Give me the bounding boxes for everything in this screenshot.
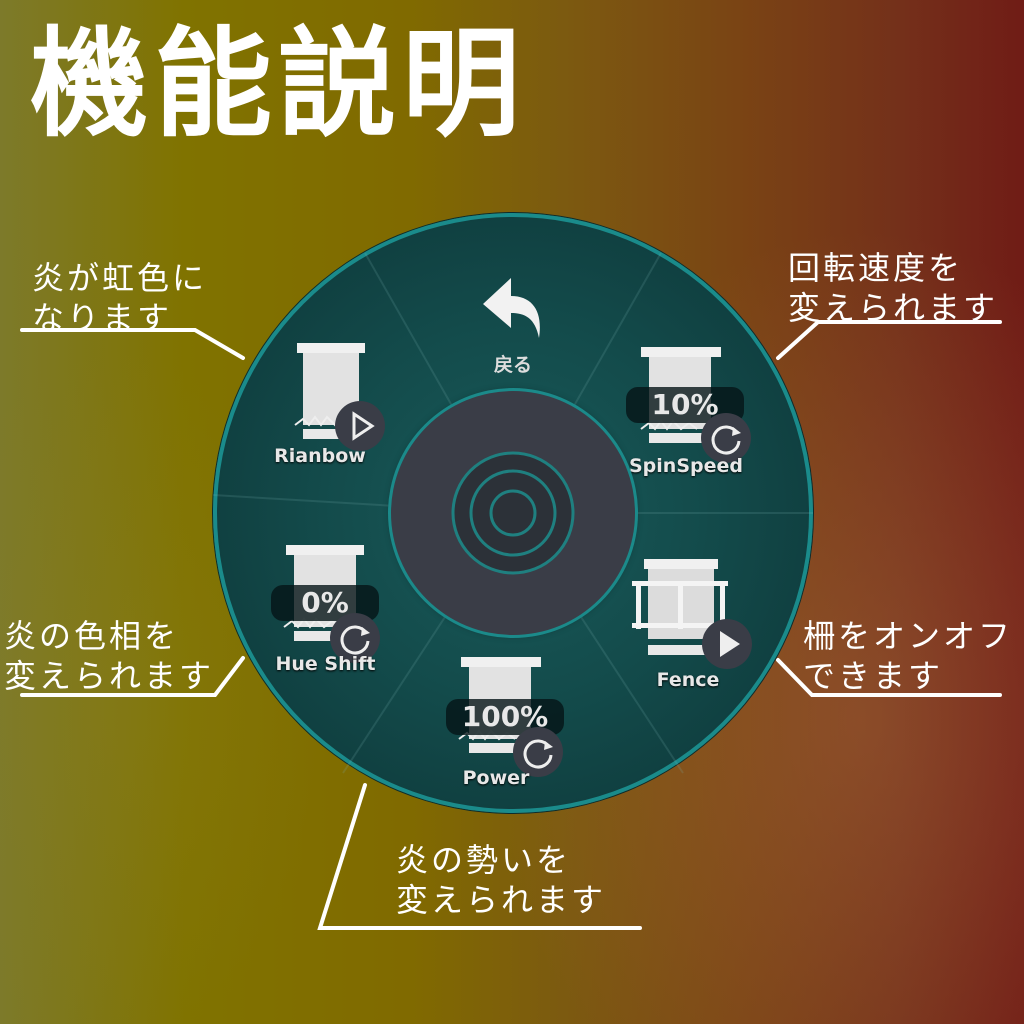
note-line: 回転速度を xyxy=(788,249,964,287)
hueshift-cycle-button[interactable] xyxy=(330,613,380,663)
radial-menu: 戻る Rianbow 10% SpinSpeed xyxy=(213,213,813,813)
refresh-icon xyxy=(523,739,553,769)
menu-item-fence[interactable]: Fence xyxy=(628,553,778,703)
spinspeed-cycle-button[interactable] xyxy=(701,413,751,463)
firepit-icon xyxy=(294,343,365,439)
menu-item-spinspeed[interactable]: 10% SpinSpeed xyxy=(621,345,771,495)
menu-item-rainbow[interactable]: Rianbow xyxy=(274,341,425,491)
refresh-icon xyxy=(340,625,370,655)
note-line: 変えられます xyxy=(4,657,215,695)
play-icon xyxy=(352,411,375,441)
note-line: 変えられます xyxy=(788,289,999,327)
note-spinspeed: 回転速度を 変えられます xyxy=(788,248,998,328)
menu-item-hueshift[interactable]: 0% Hue Shift xyxy=(268,543,418,693)
back-arrow-icon xyxy=(483,278,540,338)
back-button[interactable]: 戻る xyxy=(463,268,563,378)
note-line: 炎の勢いを xyxy=(396,841,572,879)
fence-icon xyxy=(632,559,728,655)
note-line: なります xyxy=(32,299,173,337)
note-rainbow: 炎が虹色に なります xyxy=(32,258,207,338)
refresh-icon xyxy=(711,425,741,455)
power-cycle-button[interactable] xyxy=(513,727,563,777)
item-label: SpinSpeed xyxy=(629,455,743,477)
page-title: 機能説明 xyxy=(30,15,527,153)
note-hueshift: 炎の色相を 変えられます xyxy=(4,616,214,696)
note-line: できます xyxy=(803,657,944,695)
play-icon xyxy=(720,631,740,657)
note-power: 炎の勢いを 変えられます xyxy=(396,840,606,920)
menu-item-power[interactable]: 100% Power xyxy=(441,655,591,805)
center-hub[interactable] xyxy=(391,391,635,635)
rainbow-toggle[interactable] xyxy=(335,401,385,451)
concentric-rings-icon xyxy=(451,451,575,575)
spinspeed-value: 10% xyxy=(626,387,744,423)
item-label: Power xyxy=(462,767,530,789)
note-fence: 柵をオンオフ できます xyxy=(803,616,1013,696)
note-line: 変えられます xyxy=(396,881,607,919)
item-label: Fence xyxy=(656,669,720,691)
item-label: Hue Shift xyxy=(275,653,376,675)
item-label: Rianbow xyxy=(274,445,366,467)
fence-toggle[interactable] xyxy=(702,619,752,669)
note-line: 炎の色相を xyxy=(4,617,180,655)
note-line: 炎が虹色に xyxy=(32,259,208,297)
back-label: 戻る xyxy=(493,354,532,376)
note-line: 柵をオンオフ xyxy=(803,617,1014,655)
